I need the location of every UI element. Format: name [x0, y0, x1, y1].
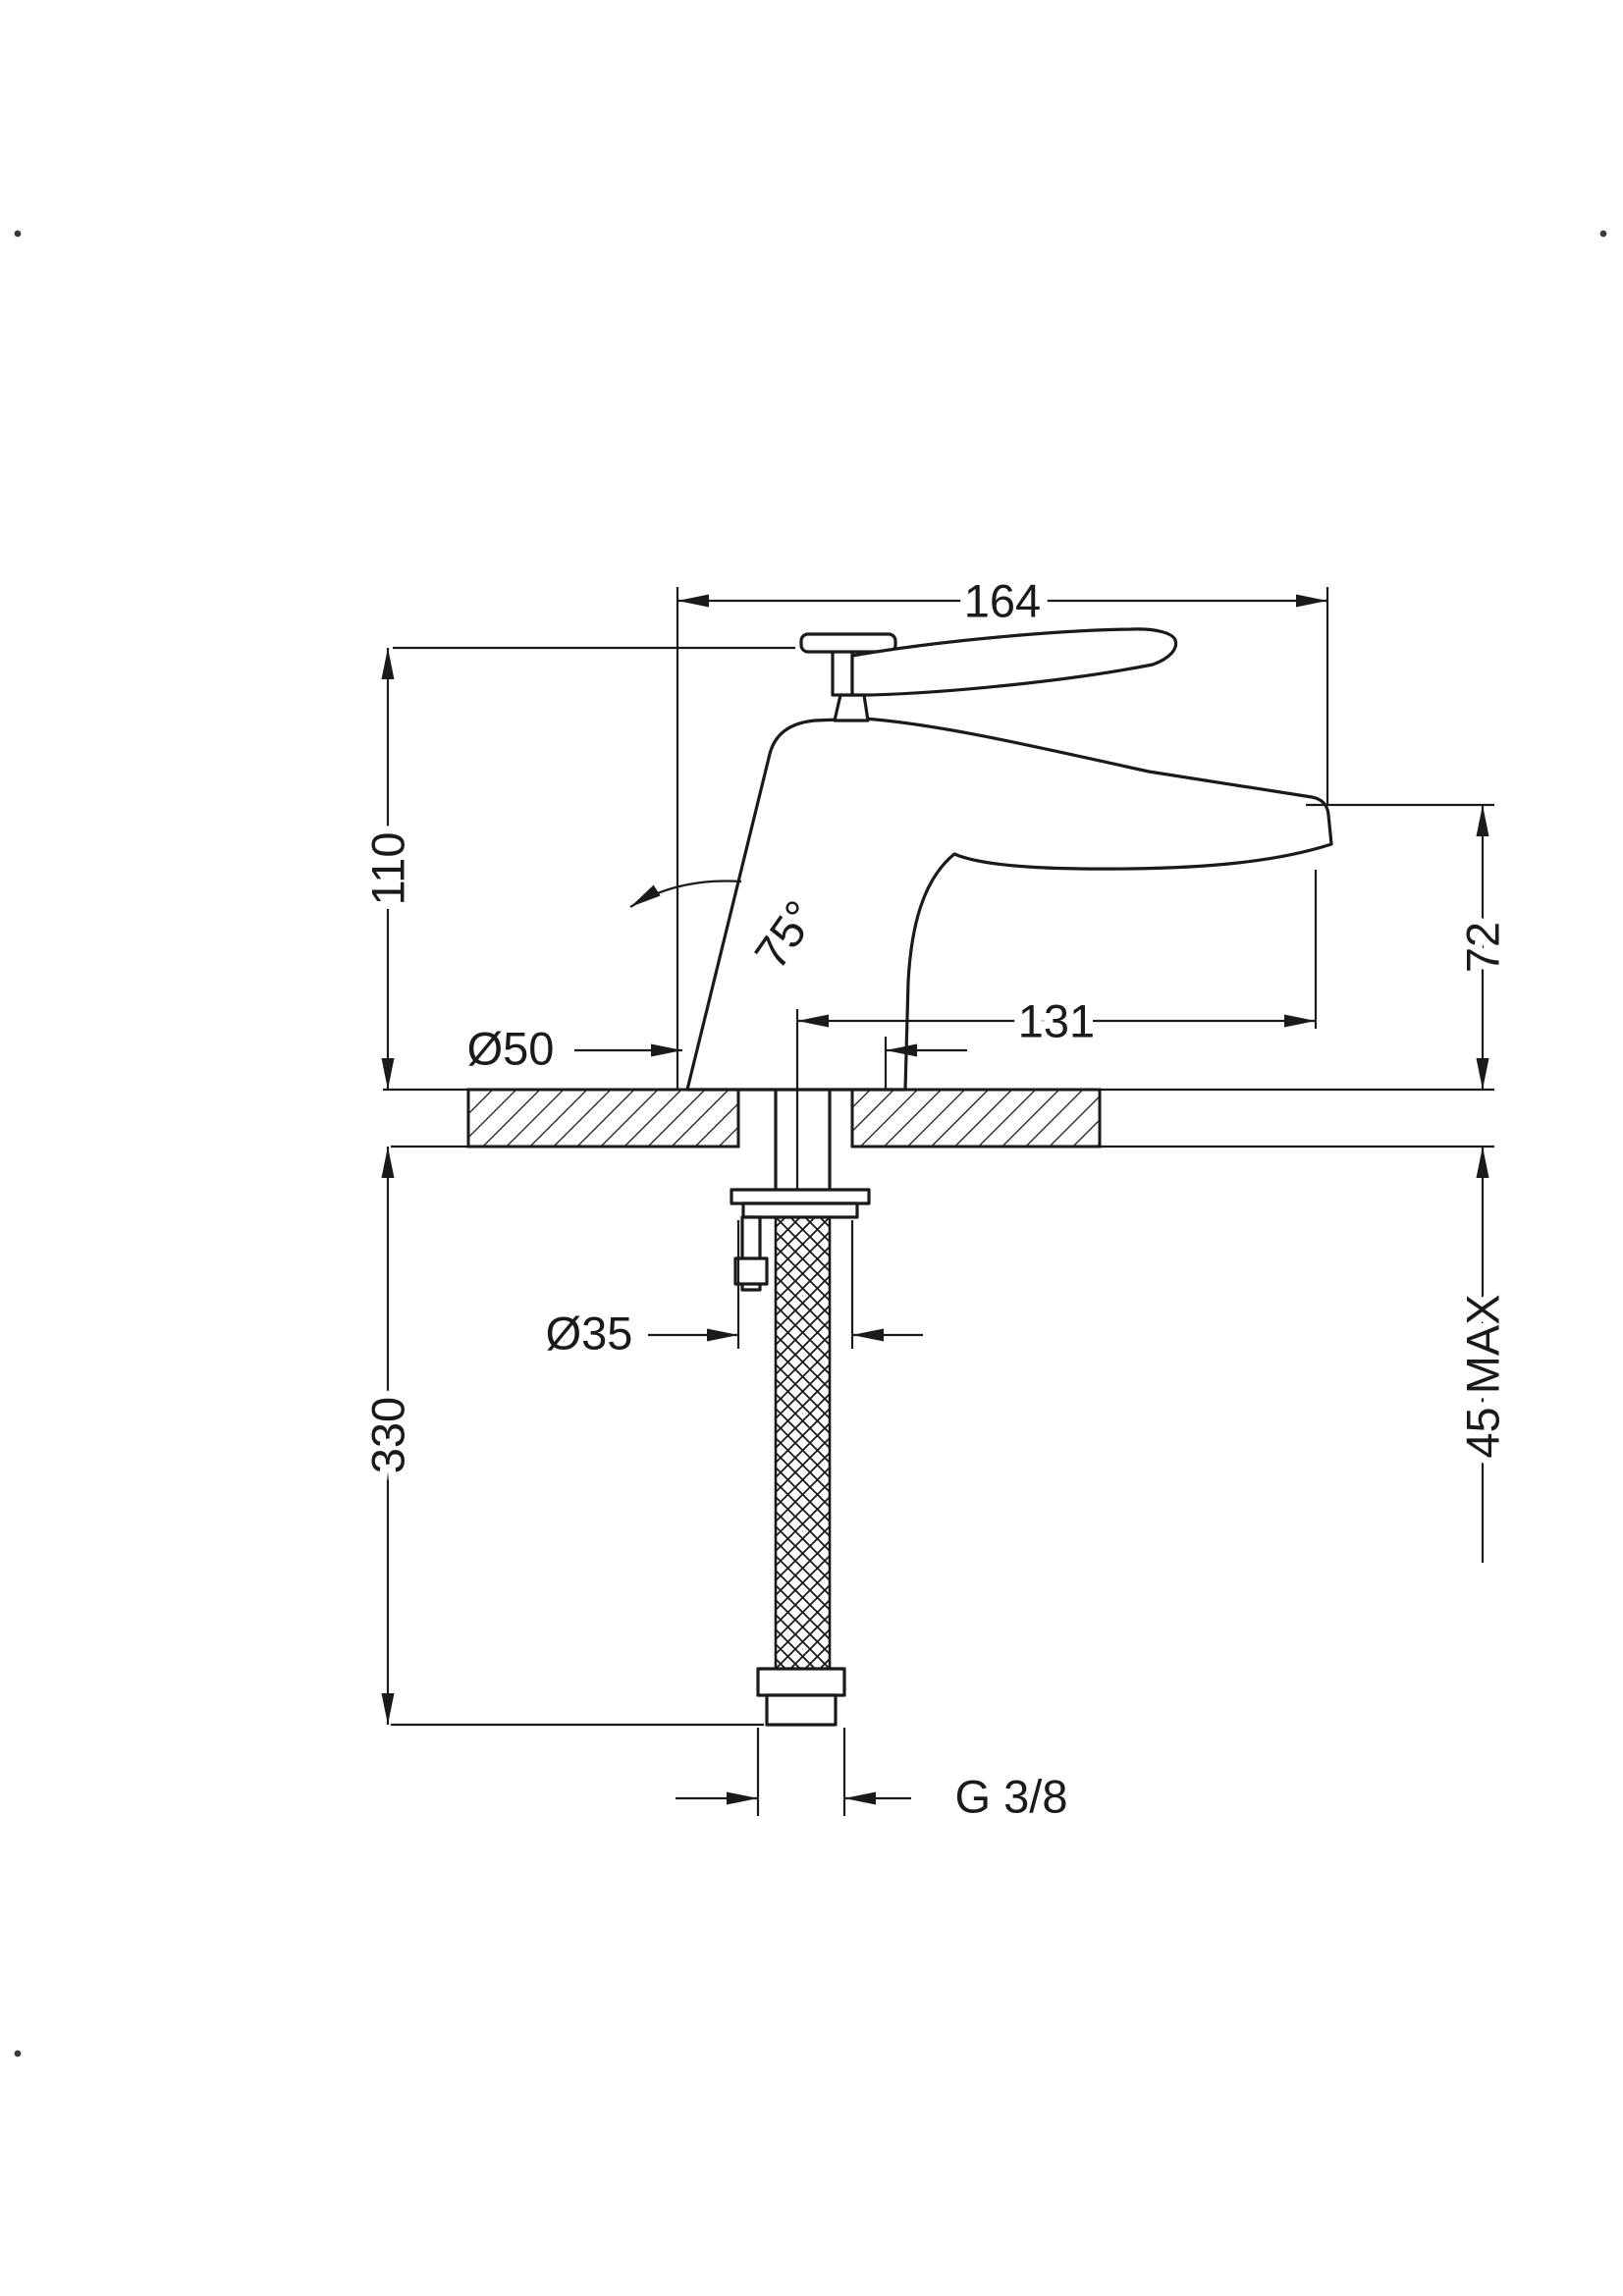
faucet-body-and-spout — [685, 717, 1333, 1092]
hose-braiding — [774, 1215, 832, 1671]
dimension-base-diameter: Ø50 — [460, 1015, 967, 1090]
dimension-max-deck-thickness: 45 MAX — [1449, 1147, 1517, 1563]
registration-marks — [14, 230, 1607, 2057]
dimension-label-d35: Ø35 — [546, 1308, 633, 1360]
deck-hatched-section-left — [466, 1088, 740, 1148]
dimension-below-deck-length: 330 — [354, 1147, 764, 1727]
handle-post — [831, 648, 854, 697]
hose-end-fitting — [765, 1693, 838, 1727]
registration-dot — [14, 230, 22, 238]
backnut — [741, 1201, 859, 1219]
dimension-supply-thread: G 3/8 — [676, 1728, 1075, 1831]
dimension-hole-diameter: Ø35 — [538, 1220, 923, 1367]
dimension-overall-width: 164 — [676, 567, 1329, 1090]
handle-front-cap — [799, 632, 897, 654]
dimension-label-72: 72 — [1457, 922, 1509, 973]
countertop — [383, 1088, 1494, 1148]
dimension-label-45max: 45 MAX — [1457, 1294, 1509, 1458]
hose-end-nut — [756, 1667, 846, 1697]
angle-arc-arrow — [629, 880, 742, 908]
registration-dot — [14, 2050, 22, 2057]
registration-dot — [1599, 230, 1607, 238]
dimension-body-height: 110 — [354, 646, 795, 1090]
dimension-label-131: 131 — [1018, 995, 1095, 1047]
deck-hatched-section-right — [850, 1088, 1102, 1148]
backnut-washer — [730, 1188, 871, 1205]
dimension-label-g38: G 3/8 — [955, 1771, 1068, 1823]
handle-neck — [833, 693, 870, 722]
stud-nut — [733, 1256, 769, 1286]
faucet-handle — [799, 627, 1178, 722]
faucet — [685, 627, 1333, 1092]
dimension-spout-reach: 131 — [797, 870, 1318, 1055]
below-deck-assembly — [730, 1009, 871, 1727]
dimension-label-330: 330 — [362, 1397, 414, 1473]
dimension-label-d50: Ø50 — [467, 1023, 555, 1075]
handle-lever — [850, 627, 1178, 697]
dimension-spout-height: 72 — [1306, 803, 1517, 1090]
flexible-supply-hose — [756, 1215, 846, 1727]
dimension-label-164: 164 — [964, 575, 1041, 627]
dimension-label-110: 110 — [362, 832, 414, 906]
